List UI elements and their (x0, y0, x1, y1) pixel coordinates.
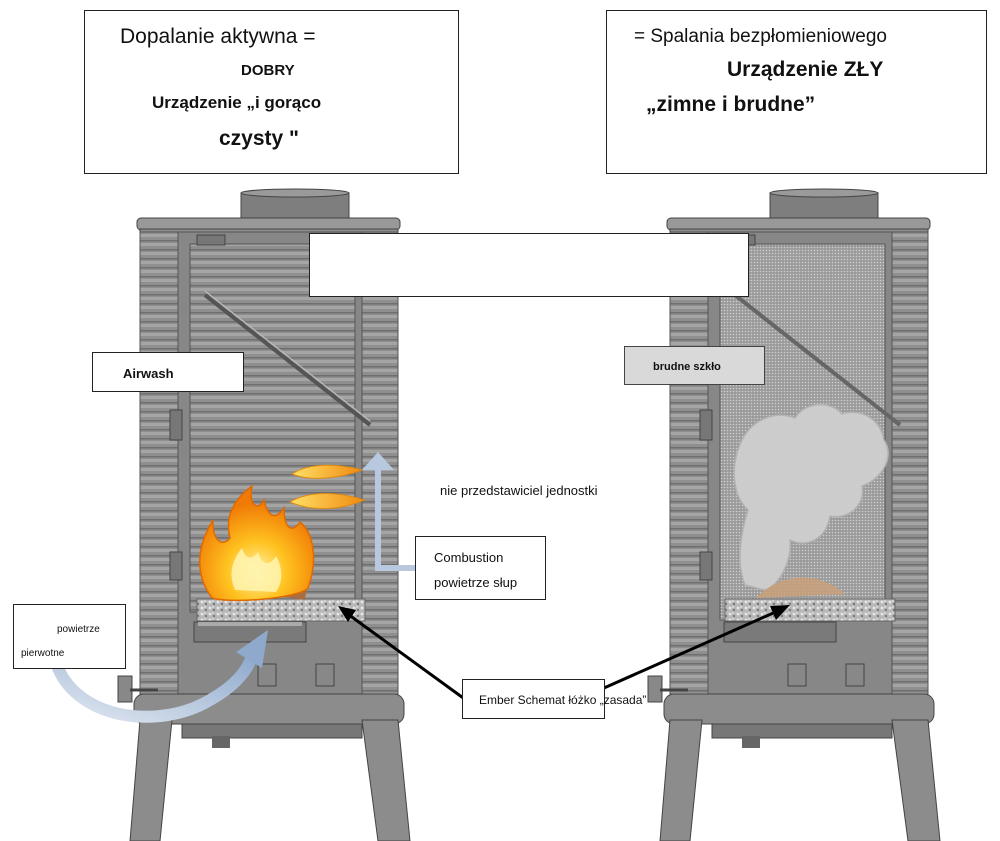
combustion-label-box (415, 536, 546, 600)
left-panel-line4: czysty " (219, 127, 300, 150)
flame-icon (199, 484, 315, 602)
ember-pile-right (756, 577, 846, 598)
dirty-glass-label-box (624, 346, 765, 385)
smoke-icon (733, 404, 889, 591)
primary-air-line2: pierwotne (21, 648, 65, 659)
ember-bed-icon (196, 598, 366, 622)
right-panel-line3: „zimne i brudne” (646, 93, 816, 116)
left-panel-line1: Dopalanie aktywna = (120, 25, 316, 48)
air-arrow-icon (362, 452, 418, 571)
airwash-label-box (92, 352, 244, 392)
ember-pointer-arrows (338, 605, 790, 702)
airwash-label: Airwash (123, 366, 174, 381)
dirty-glass-label: brudne szkło (653, 361, 721, 373)
not-representative-note: nie przedstawiciel jednostki (440, 483, 598, 498)
left-panel-box (84, 10, 459, 174)
ember-bed-label-box (462, 679, 605, 719)
left-panel-line2: DOBRY (241, 62, 295, 79)
combustion-label-line1: Combustion (434, 550, 504, 565)
right-panel-line1: = Spalania bezpłomieniowego (634, 26, 887, 47)
primary-air-label-box (13, 604, 126, 669)
ember-bed-right (724, 598, 896, 622)
right-panel-box (606, 10, 987, 174)
left-panel-line3: Urządzenie „i gorąco (152, 93, 322, 112)
ember-bed-label: Ember Schemat łóżko „zasada” (479, 693, 647, 707)
right-panel-line2: Urządzenie ZŁY (727, 58, 884, 81)
primary-air-arrow (52, 630, 268, 723)
primary-air-line1: powietrze (57, 624, 100, 635)
flame-jet-lower (288, 493, 366, 510)
blank-caption-box (309, 233, 749, 297)
combustion-label-line2: powietrze słup (434, 575, 518, 590)
